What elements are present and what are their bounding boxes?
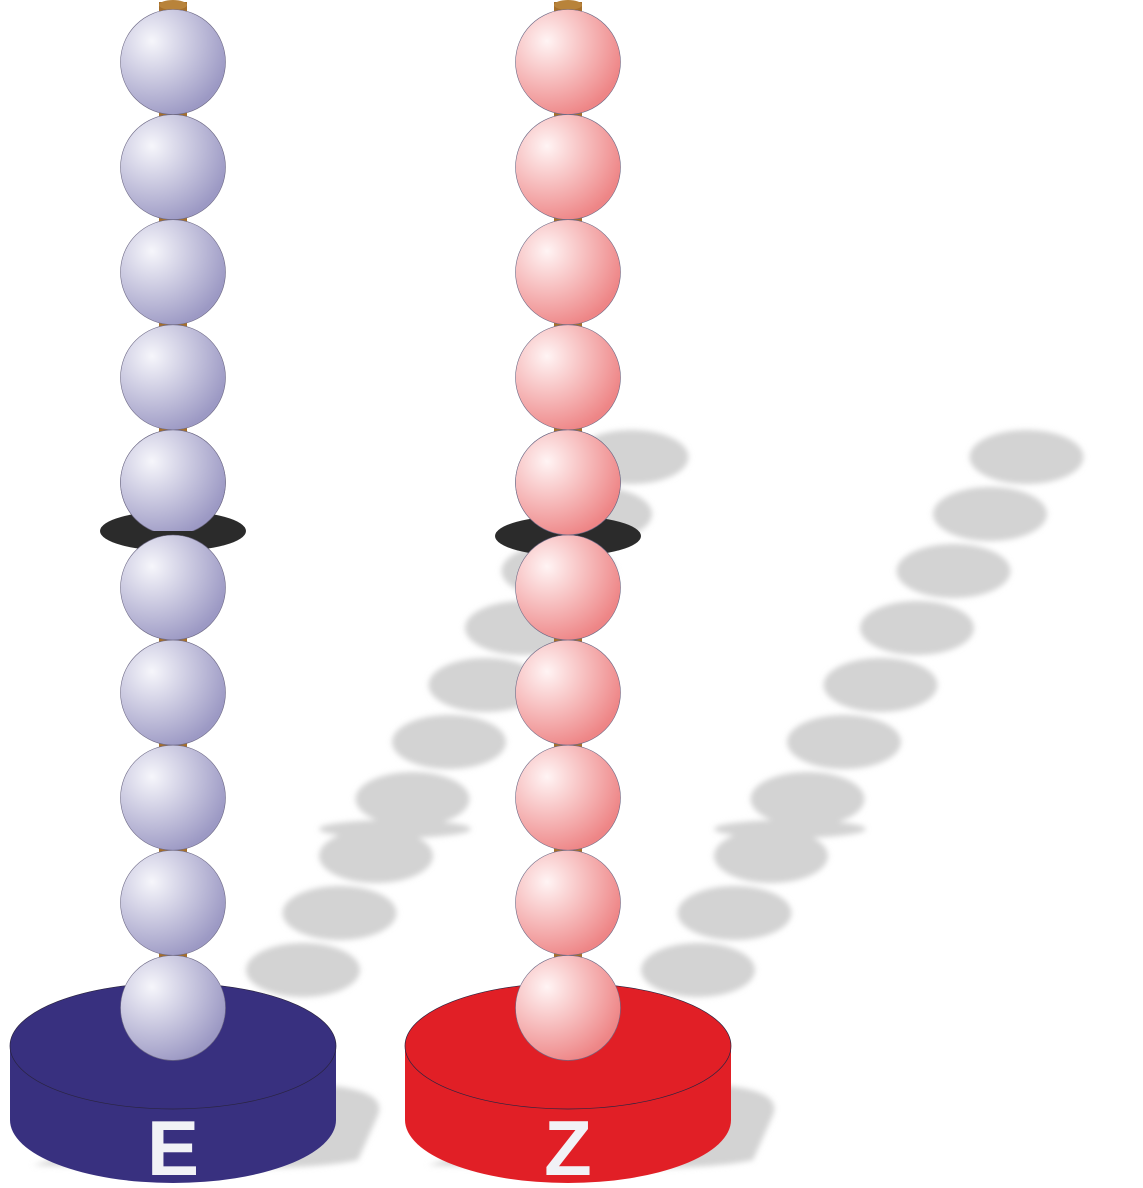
bead-shadow <box>319 829 433 883</box>
rod-top <box>159 0 187 10</box>
bead <box>120 744 226 851</box>
bead-shadow <box>787 715 901 769</box>
rod-top <box>554 0 582 10</box>
bead-shadow <box>246 943 360 997</box>
bead <box>120 639 226 746</box>
bead-shadow <box>896 544 1011 598</box>
bead-shadow <box>355 772 470 826</box>
bead-shadow <box>714 829 828 883</box>
bead <box>120 534 226 641</box>
bead <box>515 744 621 851</box>
bead-shadow <box>641 943 755 997</box>
bead-shadow <box>969 430 1084 484</box>
isomer-label-z: Z <box>544 1104 592 1188</box>
bead <box>515 219 621 326</box>
bead <box>515 9 621 115</box>
bead-shadow <box>823 658 938 712</box>
bead <box>515 639 621 746</box>
bead-shadow <box>750 772 865 826</box>
bead <box>120 114 226 220</box>
bead <box>120 324 226 431</box>
bead-overlap <box>120 429 226 531</box>
bead-shadow <box>677 886 792 940</box>
bead <box>120 955 226 1061</box>
bead <box>515 114 621 220</box>
bead-overlap <box>515 429 621 536</box>
bead <box>120 219 226 326</box>
column-e: E <box>9 0 337 1188</box>
bead <box>515 849 621 956</box>
bead <box>515 534 621 641</box>
bead <box>515 955 621 1061</box>
bead-shadow <box>860 601 974 655</box>
bead <box>120 9 226 115</box>
isomer-label-e: E <box>147 1104 199 1188</box>
column-z: Z <box>404 0 732 1188</box>
bead <box>120 849 226 956</box>
bead <box>515 324 621 431</box>
bead-shadow <box>282 886 397 940</box>
bead-shadow <box>428 658 543 712</box>
bead-shadow <box>933 487 1047 541</box>
washer-shadow <box>714 820 866 838</box>
washer-shadow <box>319 820 471 838</box>
bead-shadow <box>392 715 506 769</box>
